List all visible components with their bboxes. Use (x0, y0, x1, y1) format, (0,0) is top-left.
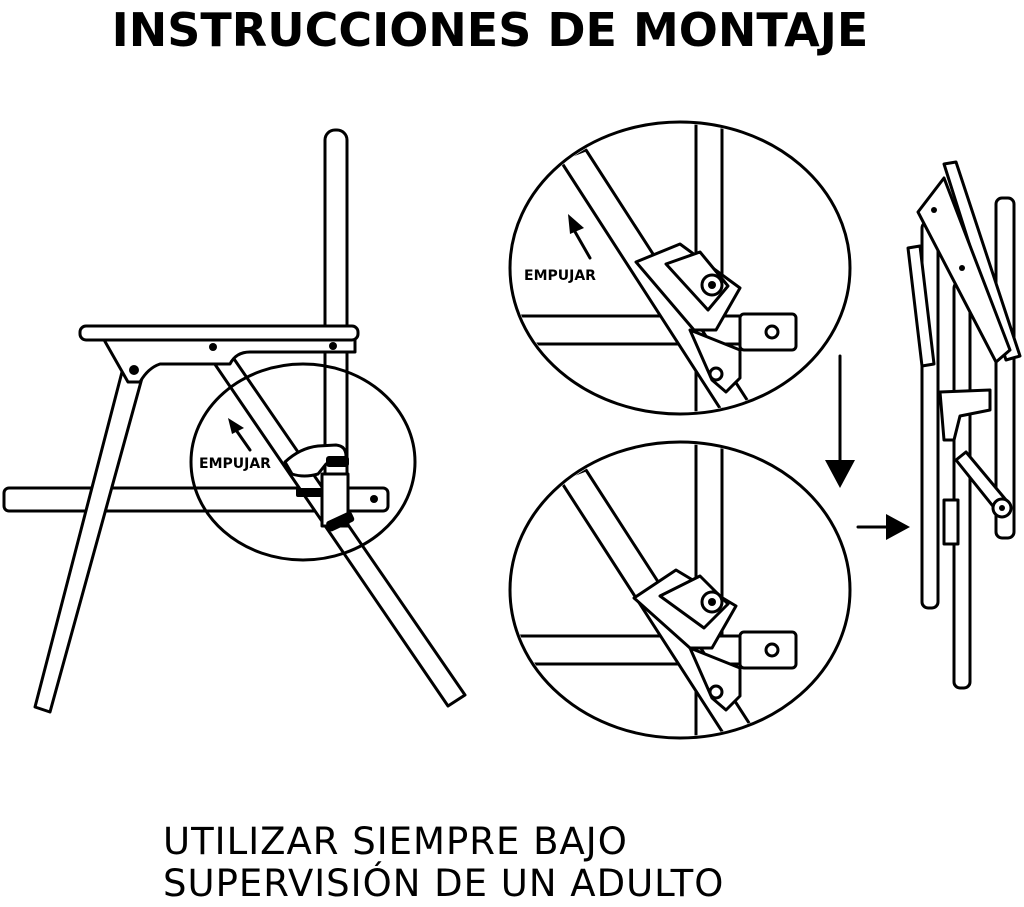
chair-front-leg (33, 370, 144, 714)
arrow-up-left-icon (568, 214, 592, 260)
arrow-down-icon (825, 354, 855, 488)
hand-on-lock (283, 443, 348, 478)
chair-tray (78, 324, 360, 342)
lock-detail-locked (508, 440, 852, 740)
push-label-detail: EMPUJAR (524, 268, 596, 284)
footrest-rivet (370, 495, 378, 503)
chair-seat-bracket (101, 336, 357, 384)
folded-chair-illustration (906, 160, 1022, 690)
warning-line-1: UTILIZAR SIEMPRE BAJO (163, 820, 628, 863)
lock-detail-unlocked: EMPUJAR (508, 120, 852, 416)
high-chair-illustration: EMPUJAR (2, 128, 467, 714)
arrow-right-icon (856, 514, 910, 540)
page-title: INSTRUCCIONES DE MONTAJE (111, 3, 869, 57)
arrow-up-left-icon (228, 418, 252, 452)
push-label-main: EMPUJAR (199, 456, 271, 472)
warning-line-2: SUPERVISIÓN DE UN ADULTO (163, 862, 725, 905)
detail-circle-main (189, 362, 417, 562)
